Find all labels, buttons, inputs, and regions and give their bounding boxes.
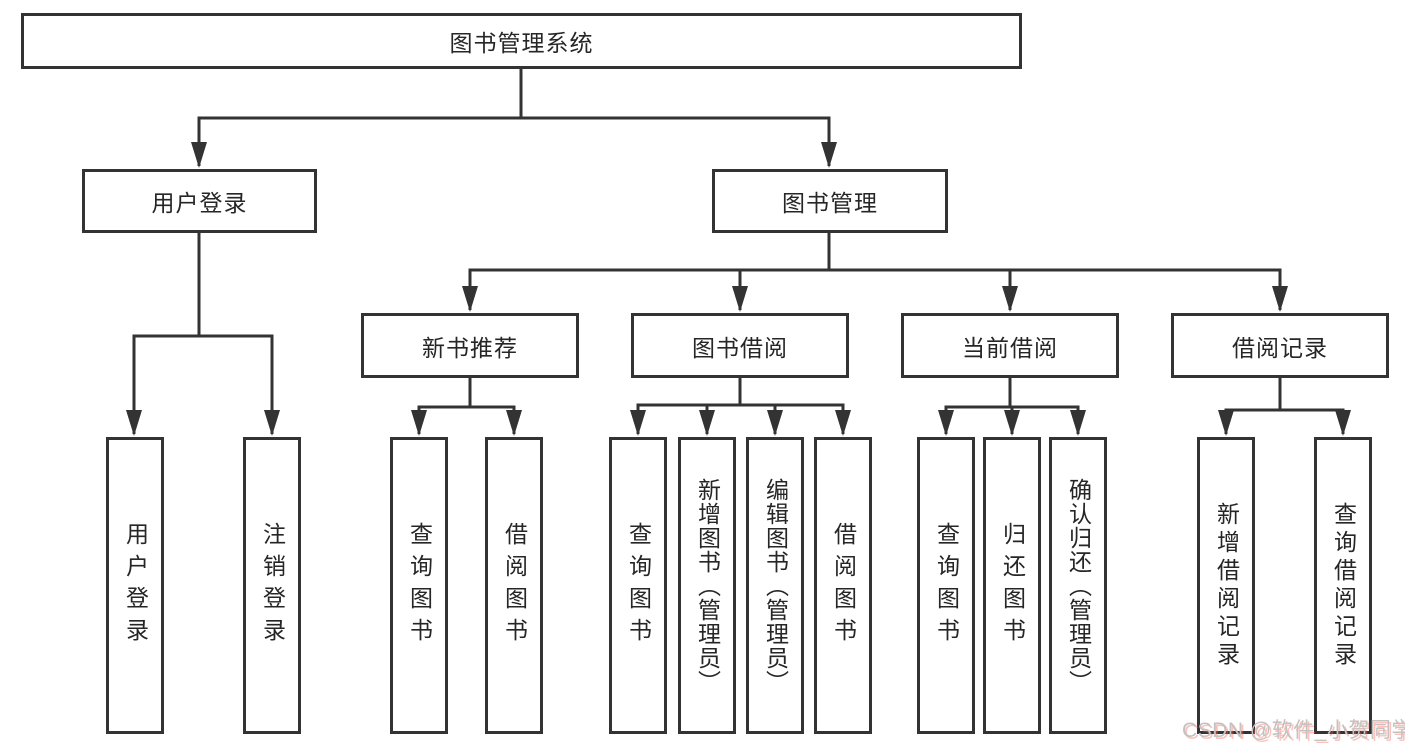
leaf-label: 编辑图书（管理员） <box>762 477 789 694</box>
node-label: 新书推荐 <box>422 334 518 361</box>
connector-borrow-records-branch <box>1218 378 1351 436</box>
leaf-label: 借阅图书 <box>501 521 528 650</box>
node-book-management: 图书管理 <box>712 169 948 233</box>
leaf-label: 用户登录 <box>122 521 149 650</box>
watermark: CSDN @软件_小贺同学 <box>1182 719 1405 742</box>
node-book-borrow: 图书借阅 <box>631 313 849 378</box>
leaf-label: 查询借阅记录 <box>1330 501 1357 670</box>
connector-user-login-branch <box>126 233 280 436</box>
leaf-label: 新增借阅记录 <box>1213 501 1240 670</box>
connector-root-to-level2 <box>191 69 837 168</box>
node-label: 图书管理系统 <box>449 30 594 56</box>
node-library-management-system: 图书管理系统 <box>21 13 1022 69</box>
leaf-label: 确认归还（管理员） <box>1065 477 1092 694</box>
leaf-newbooks-borrow-books: 借阅图书 <box>485 437 543 734</box>
node-borrow-records: 借阅记录 <box>1171 313 1389 378</box>
node-label: 图书管理 <box>782 190 878 216</box>
connector-current-borrow-branch <box>938 378 1086 436</box>
leaf-label: 查询图书 <box>406 521 433 650</box>
leaf-label: 注销登录 <box>259 521 286 650</box>
node-user-login: 用户登录 <box>82 169 317 233</box>
leaf-borrow-borrow-books: 借阅图书 <box>814 437 872 734</box>
connector-book-borrow-branch <box>630 378 851 436</box>
leaf-newbooks-query-books: 查询图书 <box>390 437 448 734</box>
leaf-records-query-record: 查询借阅记录 <box>1314 437 1372 734</box>
leaf-records-add-record: 新增借阅记录 <box>1197 437 1255 734</box>
leaf-user-login: 用户登录 <box>106 437 164 734</box>
connector-book-mgmt-branch <box>462 233 1288 312</box>
node-label: 图书借阅 <box>692 334 788 361</box>
leaf-label: 借阅图书 <box>830 521 857 650</box>
connector-new-books-branch <box>411 378 522 436</box>
leaf-label: 归还图书 <box>999 521 1026 650</box>
leaf-label: 查询图书 <box>625 521 652 650</box>
leaf-current-query-books: 查询图书 <box>917 437 975 734</box>
leaf-label: 查询图书 <box>933 521 960 650</box>
node-new-book-recommend: 新书推荐 <box>361 313 579 378</box>
leaf-borrow-query-books: 查询图书 <box>609 437 667 734</box>
leaf-borrow-edit-books-admin: 编辑图书（管理员） <box>746 437 804 734</box>
node-label: 借阅记录 <box>1232 334 1328 361</box>
node-label: 用户登录 <box>151 190 248 216</box>
leaf-label: 新增图书（管理员） <box>694 477 721 694</box>
leaf-current-confirm-return-admin: 确认归还（管理员） <box>1049 437 1107 734</box>
leaf-current-return-books: 归还图书 <box>983 437 1041 734</box>
node-current-borrow: 当前借阅 <box>901 313 1119 378</box>
leaf-borrow-add-books-admin: 新增图书（管理员） <box>678 437 736 734</box>
leaf-logout: 注销登录 <box>243 437 301 734</box>
node-label: 当前借阅 <box>962 334 1058 361</box>
